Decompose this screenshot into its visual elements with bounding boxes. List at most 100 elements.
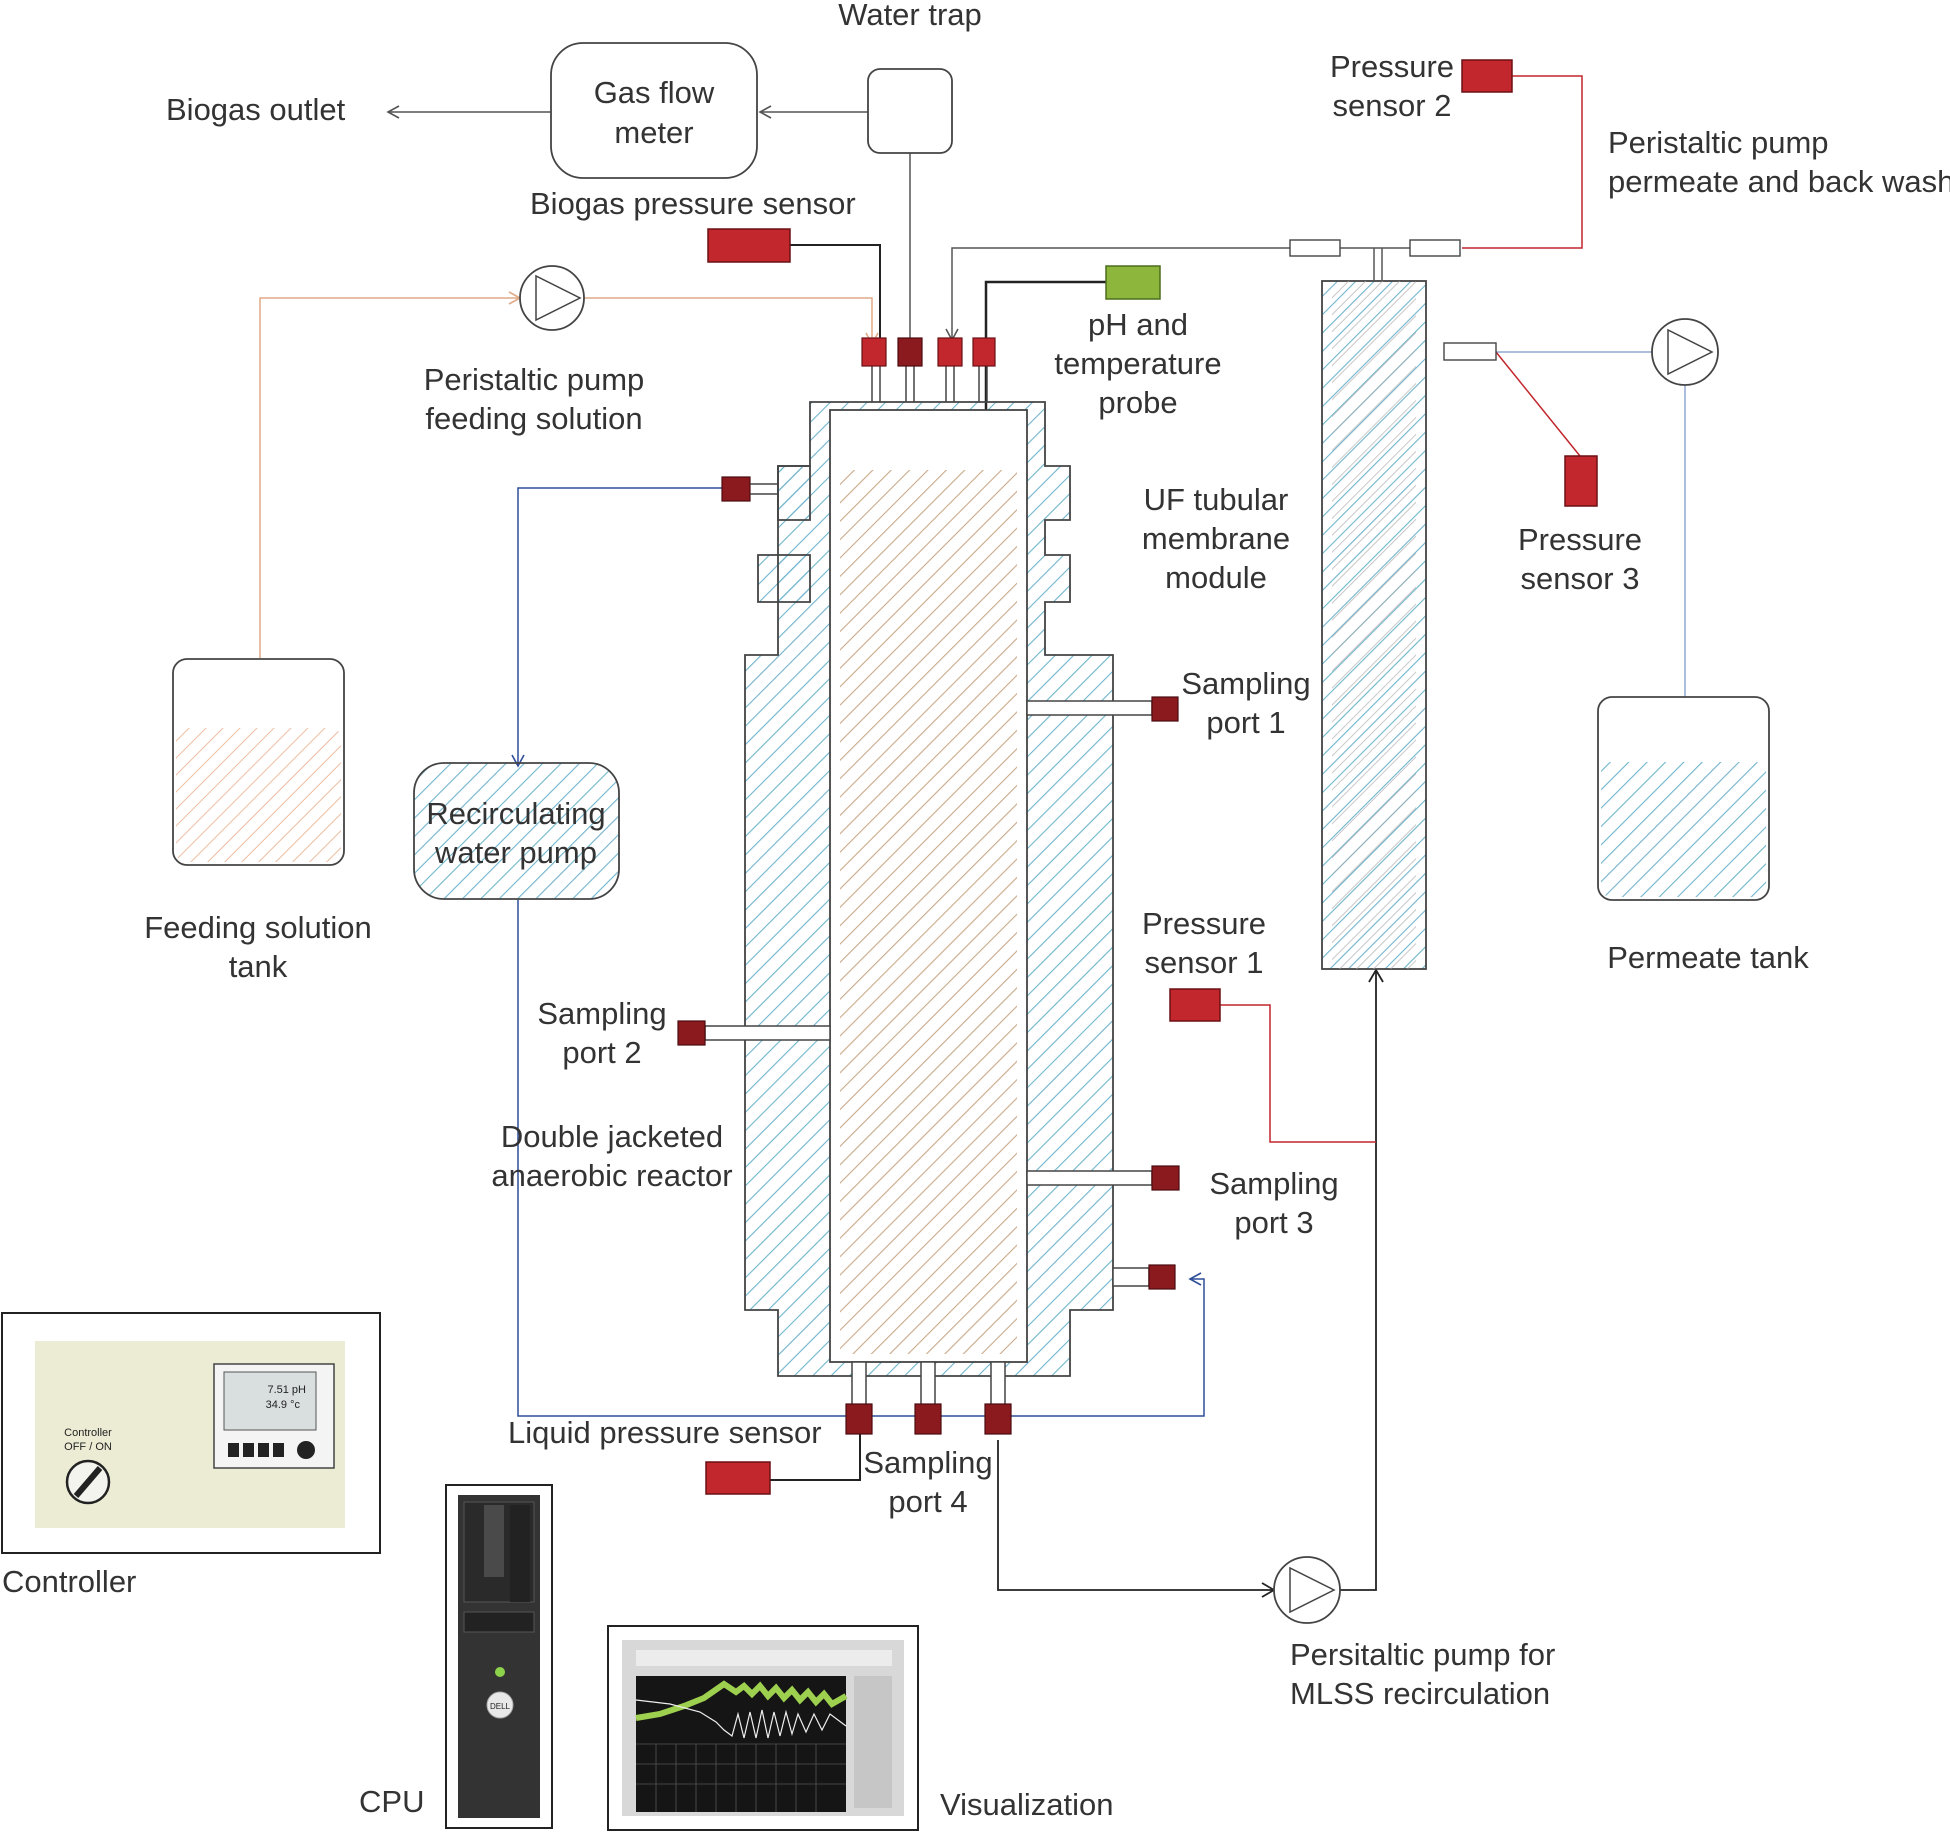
biogas-pressure-sensor [707,228,791,263]
cpu-drive-slot-1 [484,1505,504,1577]
monitor-toolbar [636,1650,892,1666]
reactor-jacket-left-bumps [777,465,811,603]
top-port-backwash [937,337,963,367]
gas-flow-meter-label-1: Gas flow [594,75,715,110]
mlss-line-up [1340,968,1384,1591]
permeate-pump-icon [1651,318,1719,386]
permeate-level [1601,762,1766,897]
cpu-logo [486,1691,514,1719]
mlss-pump-triangle [1289,1566,1336,1614]
sampling-port-4 [914,1403,942,1435]
cpu-brand-label: DELL [490,1702,511,1711]
feeding-solution-level [176,728,341,862]
feeding-pump-triangle [535,274,582,322]
permeate-tank-label: Permeate tank [1607,940,1809,975]
pressure-sensor-3-label-2: sensor 3 [1521,561,1640,596]
pressure-sensor-2-label-2: sensor 2 [1333,88,1452,123]
controller-power-switch-icon[interactable] [65,1459,111,1505]
monitor-sidebar [854,1676,892,1808]
feeding-pump-label-2: feeding solution [425,401,642,436]
cpu-power-led [495,1667,505,1677]
sampling-port-2 [677,1020,706,1046]
cpu-label: CPU [359,1784,424,1819]
bottom-port-liquid-sensor [845,1403,873,1435]
pressure-sensor-1-label-2: sensor 1 [1145,945,1264,980]
top-port-probe [972,337,996,367]
liquid-sensor-wire [770,1422,861,1481]
controller-lcd [223,1371,317,1431]
water-inlet-port [721,476,751,502]
membrane-permeate-outlet [1443,342,1497,361]
ph-probe-head [1105,265,1161,300]
biogas-outlet-label: Biogas outlet [166,92,346,127]
pressure-sensor-3 [1564,455,1598,507]
permeate-pump-label-1: Peristaltic pump [1608,125,1829,160]
liquid-pressure-sensor [705,1461,771,1495]
pressure-sensor-2 [1461,59,1513,93]
pressure-sensor-1-label-1: Pressure [1142,906,1266,941]
gas-flow-meter [550,42,758,179]
gas-flow-meter-label-2: meter [614,115,693,150]
permeate-pump-triangle [1667,328,1714,376]
liquid-pressure-sensor-label: Liquid pressure sensor [508,1415,822,1450]
sampling-port-3-label-1: Sampling [1209,1166,1338,1201]
pressure-sensor-1 [1169,988,1221,1022]
sampling-port-2-label-2: port 2 [562,1035,641,1070]
monitor-plot-grid [636,1743,846,1812]
water-line-top [511,487,722,768]
water-trap-label: Water trap [838,0,982,32]
sampling-port-1-pipe [1026,700,1153,716]
monitor-trace-white [635,1699,847,1739]
sampling-port-3-label-2: port 3 [1234,1205,1313,1240]
feeding-tank-label-1: Feeding solution [144,910,372,945]
controller-switch-label-2: OFF / ON [64,1441,112,1453]
top-port-feed [861,337,887,367]
mlss-line [997,1440,1276,1598]
biogas-pressure-sensor-label: Biogas pressure sensor [530,186,856,221]
water-outlet-pipe [1112,1267,1150,1287]
uf-module-label-1: UF tubular [1144,482,1289,517]
pressure-sensor-3-wire [1495,351,1581,457]
uf-module-label-2: membrane [1142,521,1290,556]
cpu-drive-slot-2 [510,1505,530,1602]
sampling-port-2-pipe [704,1025,831,1041]
sampling-port-3-pipe [1026,1170,1153,1186]
reactor-bottom-ports [851,1361,1006,1407]
feeding-pump-icon [519,265,585,331]
top-port-gas [897,337,923,367]
ph-probe-label-2: temperature [1054,346,1221,381]
controller-buttons[interactable] [228,1441,315,1459]
sampling-port-4-label-1: Sampling [863,1445,992,1480]
reactor-top-ports [871,366,988,402]
reactor-sludge [840,470,1017,1354]
feeding-tank-label-2: tank [229,949,288,984]
controller-temp-readout: 34.9 °c [266,1399,301,1411]
feed-line [259,291,522,658]
visualization-label: Visualization [940,1787,1113,1822]
feeding-pump-label-1: Peristaltic pump [424,362,645,397]
sampling-port-1-label-2: port 1 [1206,705,1285,740]
reactor-label-2: anaerobic reactor [491,1158,732,1193]
recirculating-pump-label-1: Recirculating [426,796,605,831]
sampling-port-3 [1151,1165,1180,1191]
ph-probe-label-3: probe [1098,385,1177,420]
uf-module-label-3: module [1165,560,1267,595]
water-trap [867,68,953,154]
controller-ph-readout: 7.51 pH [267,1384,306,1396]
reactor-label-1: Double jacketed [501,1119,723,1154]
permeate-pump-label-2: permeate and back wash [1608,164,1950,199]
mlss-pump-label-1: Persitaltic pump for [1290,1637,1555,1672]
water-line-bottom [517,900,1205,1417]
monitor-trace-green [635,1680,848,1721]
membrane-top-connector [1289,239,1461,281]
cpu-panel-stripe [463,1611,535,1633]
sampling-port-1 [1151,696,1179,722]
water-outlet-port [1148,1264,1176,1290]
recirculating-water-pump [413,762,620,900]
backwash-line [945,247,1290,342]
mlss-pump-label-2: MLSS recirculation [1290,1676,1550,1711]
ph-probe-label-1: pH and [1088,307,1188,342]
pressure-sensor-3-label-1: Pressure [1518,522,1642,557]
controller-label: Controller [2,1564,136,1599]
